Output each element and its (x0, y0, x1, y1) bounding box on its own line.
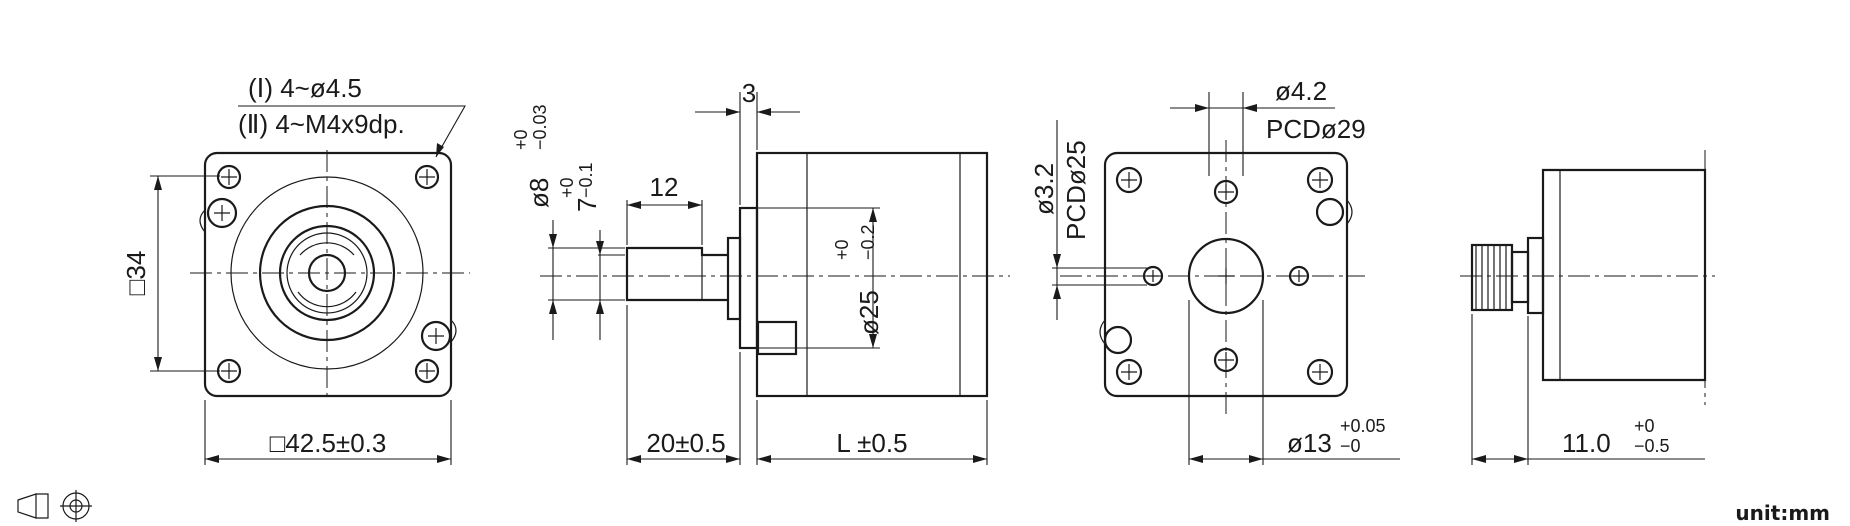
front-view-body (203, 151, 453, 398)
length-tol-lower: −0.5 (1634, 436, 1670, 456)
right-side-body (1541, 168, 1707, 382)
side-view: 3 12 ø8 +0 −0.03 7 +0 −0.1 ø25 +0 −0.2 2… (511, 78, 1010, 465)
flat-dim-label: 7 (572, 198, 602, 212)
square-34-label: □34 (121, 251, 151, 296)
body-length-label: L ±0.5 (836, 428, 907, 458)
boss-width-label: 3 (742, 78, 756, 108)
first-angle-cone-icon (17, 493, 49, 519)
rear-holes (1103, 166, 1345, 386)
side-shaft (625, 246, 728, 302)
shaft-dia-tol-lower: −0.03 (530, 104, 550, 150)
mounting-holes (216, 164, 440, 384)
center-dia-label: ø13 (1287, 428, 1332, 458)
flat-length-label: 12 (650, 172, 679, 202)
width-dim-label: □42.5±0.3 (270, 428, 387, 458)
shaft-dia-tol-upper: +0 (511, 129, 531, 150)
small-hole-label: ø3.2 (1029, 163, 1059, 215)
hole-note-2: (Ⅱ) 4~M4x9dp. (238, 109, 405, 139)
hole-dia-label: ø4.2 (1275, 76, 1327, 106)
side-boss (738, 206, 759, 350)
screw-icon (206, 197, 238, 229)
length-label: 11.0 (1562, 428, 1611, 458)
center-dia-tol-upper: +0.05 (1340, 416, 1386, 436)
knurled-knob (1470, 243, 1530, 312)
rear-view: ø4.2 PCDø29 ø3.2 PCDø25 ø13 +0.05 −0 (1029, 76, 1400, 465)
flat-tol-upper: +0 (557, 177, 577, 198)
right-side-view: 11.0 +0 −0.5 (1460, 150, 1715, 465)
pcd-large-label: PCDø29 (1266, 114, 1366, 144)
length-tol-upper: +0 (1634, 416, 1655, 436)
first-angle-circle-icon (60, 490, 92, 522)
boss-dia-tol-lower: −0.2 (858, 224, 878, 260)
pcd-small-label: PCDø25 (1061, 140, 1091, 240)
screw-icon (420, 320, 452, 352)
unit-label: unit:mm (1735, 501, 1830, 525)
front-view: □34 □42.5±0.3 (Ⅰ) 4~ø4.5 (Ⅱ) 4~M4x9dp. (121, 73, 470, 465)
shaft-length-label: 20±0.5 (646, 428, 725, 458)
flat-tol-lower: −0.1 (576, 162, 596, 198)
side-view-body (755, 151, 989, 398)
shaft-dia-label: ø8 (524, 178, 554, 208)
boss-dia-label: ø25 (854, 290, 884, 335)
hole-note-1: (Ⅰ) 4~ø4.5 (248, 73, 362, 103)
center-dia-tol-lower: −0 (1340, 436, 1361, 456)
boss-dia-tol-upper: +0 (832, 239, 852, 260)
